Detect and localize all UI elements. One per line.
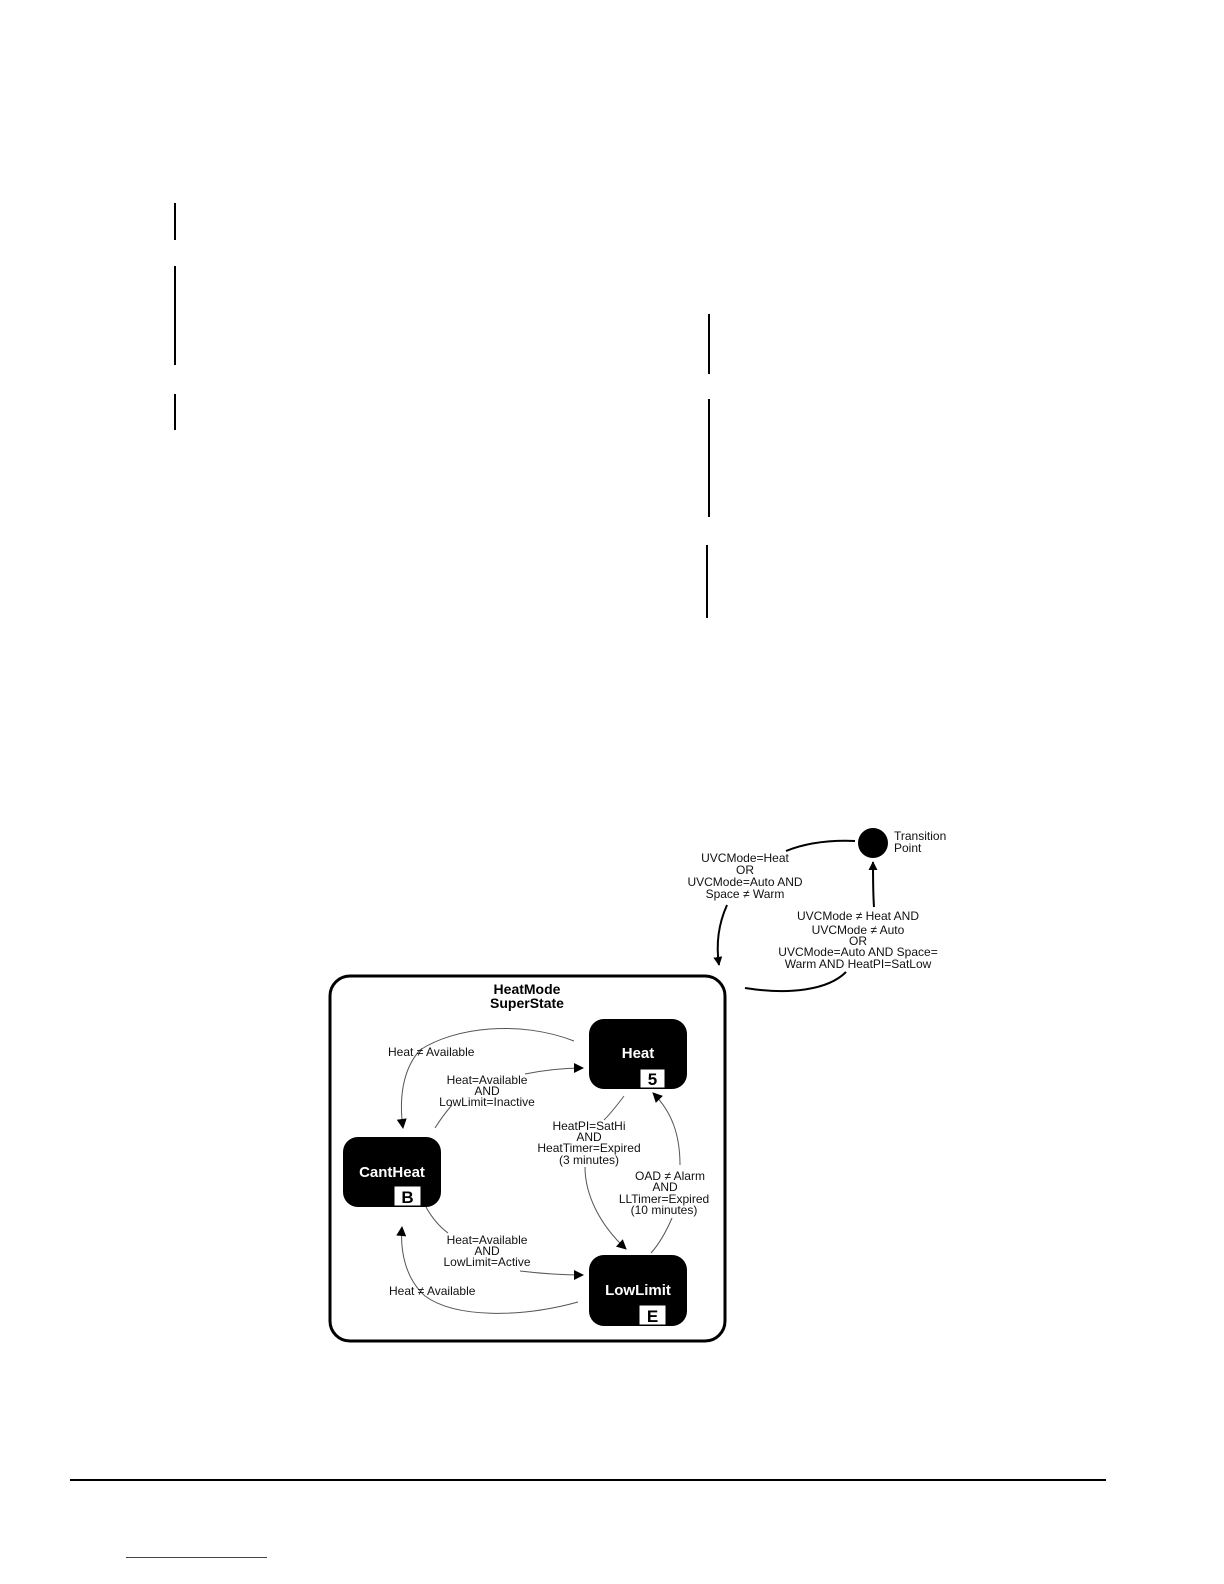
change-bar	[174, 394, 176, 430]
state-cantheat-code: B	[401, 1188, 413, 1207]
lowlimit-to-heat-line1: OAD ≠ Alarm	[635, 1169, 705, 1183]
heat-to-cantheat-arrow	[396, 1028, 575, 1129]
transition-point-label-line1: Transition	[894, 829, 946, 843]
heat-to-lowlimit-line2: AND	[576, 1130, 602, 1144]
superstate-box	[328, 974, 727, 1343]
cantheat-to-lowlimit-line2: AND	[474, 1244, 500, 1258]
footer-rule	[70, 1479, 1106, 1481]
lowlimit-to-heat-line4: (10 minutes)	[631, 1203, 698, 1217]
state-lowlimit: LowLimit E	[589, 1255, 687, 1326]
cantheat-to-lowlimit-line1: Heat=Available	[447, 1233, 528, 1247]
lowlimit-to-heat-line2: AND	[652, 1180, 678, 1194]
state-lowlimit-code: E	[647, 1307, 658, 1326]
lowlimit-to-cantheat-arrow	[396, 1226, 579, 1314]
superstate-title-line1: HeatMode	[494, 981, 561, 997]
state-heat-code: 5	[648, 1070, 657, 1089]
cantheat-to-heat-line1: Heat=Available	[447, 1073, 528, 1087]
exit-condition-line3: OR	[849, 934, 867, 948]
exit-arrow	[868, 861, 878, 908]
state-heat-code-box	[639, 1068, 666, 1089]
superstate-title-line2: SuperState	[490, 995, 564, 1011]
footer-link-underline[interactable]	[126, 1557, 267, 1558]
cantheat-to-lowlimit-line3: LowLimit=Active	[443, 1255, 530, 1269]
state-cantheat: CantHeat B	[343, 1137, 441, 1207]
heat-to-lowlimit-top	[603, 1095, 625, 1121]
change-bar	[706, 545, 708, 618]
state-heat-label: Heat	[622, 1045, 655, 1062]
transition-point-node	[858, 828, 888, 858]
cantheat-to-heat-arrow-head	[524, 1063, 584, 1075]
exit-condition-line5: Warm AND HeatPI=SatLow	[785, 957, 932, 971]
state-cantheat-code-box	[393, 1185, 422, 1207]
heat-to-lowlimit-arrow	[584, 1166, 627, 1250]
state-lowlimit-code-box	[638, 1304, 667, 1326]
state-lowlimit-label: LowLimit	[605, 1282, 671, 1299]
cantheat-to-heat-line2: AND	[474, 1084, 500, 1098]
entry-condition-line4: Space ≠ Warm	[706, 887, 785, 901]
heat-to-cantheat-label: Heat ≠ Available	[388, 1045, 475, 1059]
entry-condition-line3: UVCMode=Auto AND	[687, 875, 802, 889]
exit-condition-line4: UVCMode=Auto AND Space=	[778, 945, 937, 959]
exit-condition-line2: UVCMode ≠ Auto	[812, 923, 905, 937]
entry-condition-line2: OR	[736, 863, 754, 877]
cantheat-to-heat-line3: LowLimit=Inactive	[439, 1095, 535, 1109]
cantheat-to-heat-arrow	[434, 1104, 453, 1129]
exit-arrow-lower	[744, 971, 847, 993]
change-bar	[174, 266, 176, 365]
lowlimit-to-heat-line3: LLTimer=Expired	[619, 1192, 709, 1206]
change-bar	[174, 203, 176, 240]
state-heat: Heat 5	[589, 1019, 687, 1089]
cantheat-to-lowlimit-top	[425, 1206, 449, 1234]
exit-condition-line1: UVCMode ≠ Heat AND	[797, 909, 919, 923]
entry-condition-line1: UVCMode=Heat	[701, 851, 789, 865]
entry-arrow-upper	[785, 839, 856, 852]
heat-to-lowlimit-line3: HeatTimer=Expired	[537, 1141, 640, 1155]
lowlimit-to-heat-arrow	[652, 1092, 681, 1166]
state-cantheat-label: CantHeat	[359, 1164, 425, 1181]
transition-point-label-line2: Point	[894, 841, 922, 855]
change-bar	[708, 314, 710, 374]
lowlimit-to-cantheat-label: Heat ≠ Available	[389, 1284, 476, 1298]
cantheat-to-lowlimit-arrow	[519, 1269, 584, 1280]
heat-to-lowlimit-line1: HeatPI=SatHi	[552, 1119, 625, 1133]
entry-arrow	[713, 904, 728, 966]
lowlimit-to-heat-bottom	[650, 1217, 673, 1254]
change-bar	[708, 399, 710, 517]
heat-to-lowlimit-line4: (3 minutes)	[559, 1153, 619, 1167]
